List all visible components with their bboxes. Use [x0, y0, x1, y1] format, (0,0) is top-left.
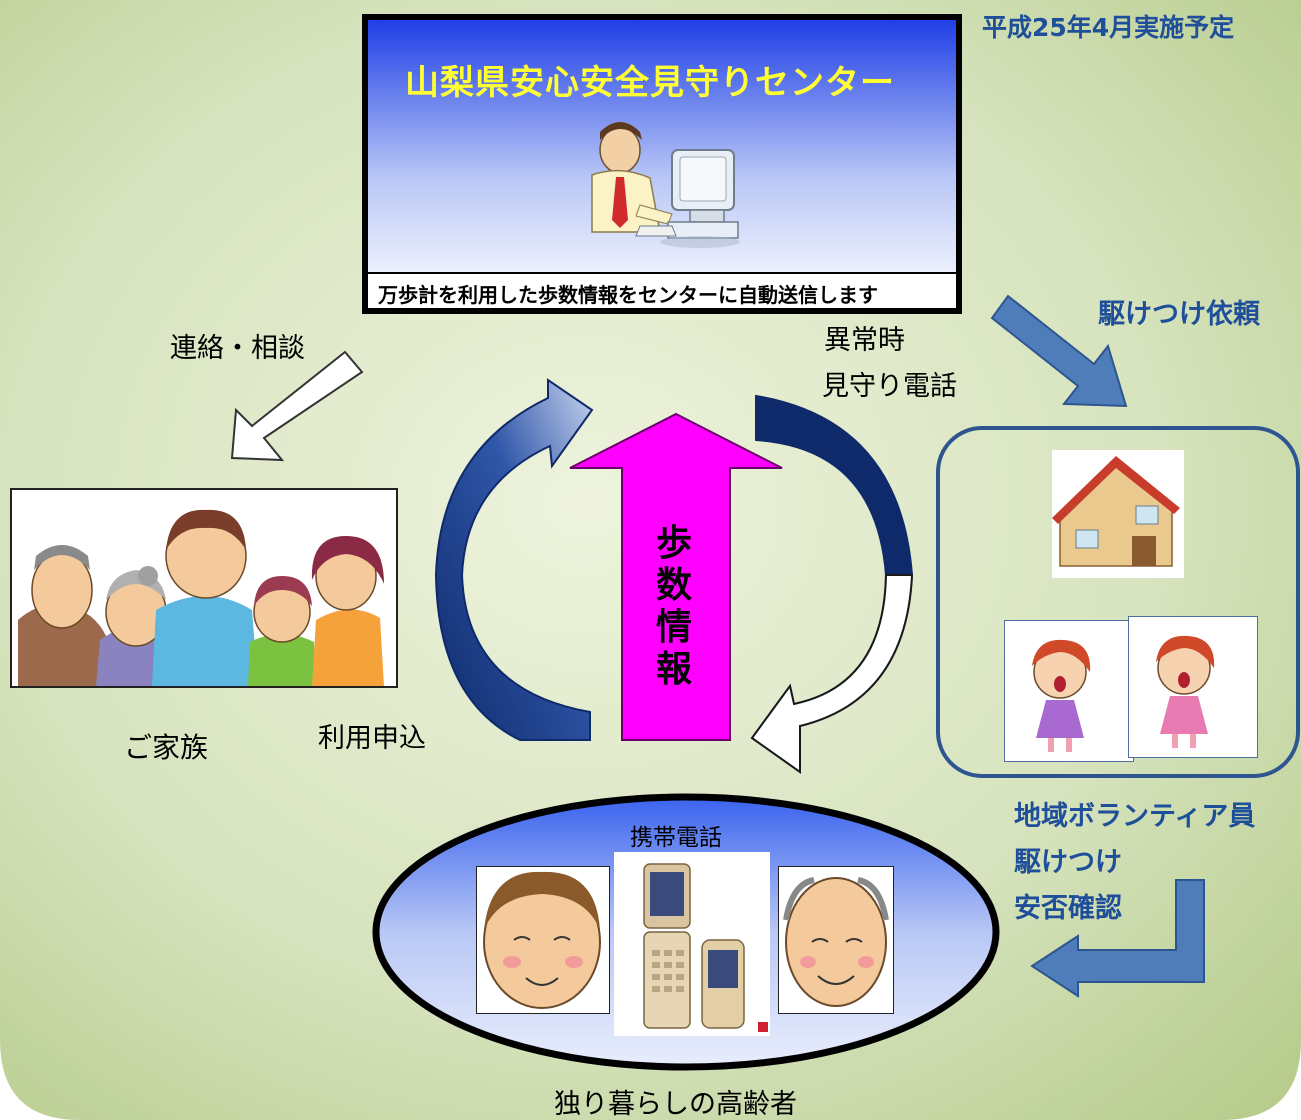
volunteer-label-line2: 駆けつけ — [1014, 847, 1122, 878]
watch-center-box — [362, 14, 962, 314]
elderly-label: 独り暮らしの高齢者 — [554, 1089, 797, 1120]
right-cycle-arrow — [750, 394, 914, 774]
volunteer-picture-2 — [1128, 616, 1258, 758]
center-caption-box — [368, 272, 956, 308]
center-title: 山梨県安心安全見守りセンター — [405, 63, 895, 103]
house-picture — [1052, 450, 1184, 578]
left-cycle-arrow — [434, 378, 594, 741]
family-label: ご家族 — [124, 731, 209, 764]
implementation-date: 平成25年4月実施予定 — [982, 13, 1235, 42]
elderly-woman-picture — [476, 866, 610, 1014]
contact-arrow — [230, 350, 364, 462]
contact-consult-label: 連絡・相談 — [170, 333, 305, 364]
apply-label: 利用申込 — [318, 723, 426, 754]
step-info-char-1: 歩 — [656, 523, 693, 564]
rush-request-label: 駆けつけ依頼 — [1098, 299, 1260, 330]
anomaly-label-line2: 見守り電話 — [822, 371, 957, 402]
mobile-phone-picture — [614, 852, 770, 1036]
elderly-man-picture — [778, 866, 894, 1014]
family-picture — [10, 488, 398, 688]
step-info-char-3: 情 — [656, 607, 693, 648]
step-info-char-2: 数 — [656, 565, 693, 606]
anomaly-label-line1: 異常時 — [824, 325, 905, 356]
step-info-char-4: 報 — [656, 649, 693, 690]
volunteer-picture-1 — [1004, 620, 1134, 762]
volunteer-label-line1: 地域ボランティア員 — [1014, 801, 1256, 832]
center-caption: 万歩計を利用した歩数情報をセンターに自動送信します — [378, 283, 878, 307]
mobile-phone-label: 携帯電話 — [630, 825, 722, 851]
volunteer-label-line3: 安否確認 — [1014, 893, 1122, 924]
